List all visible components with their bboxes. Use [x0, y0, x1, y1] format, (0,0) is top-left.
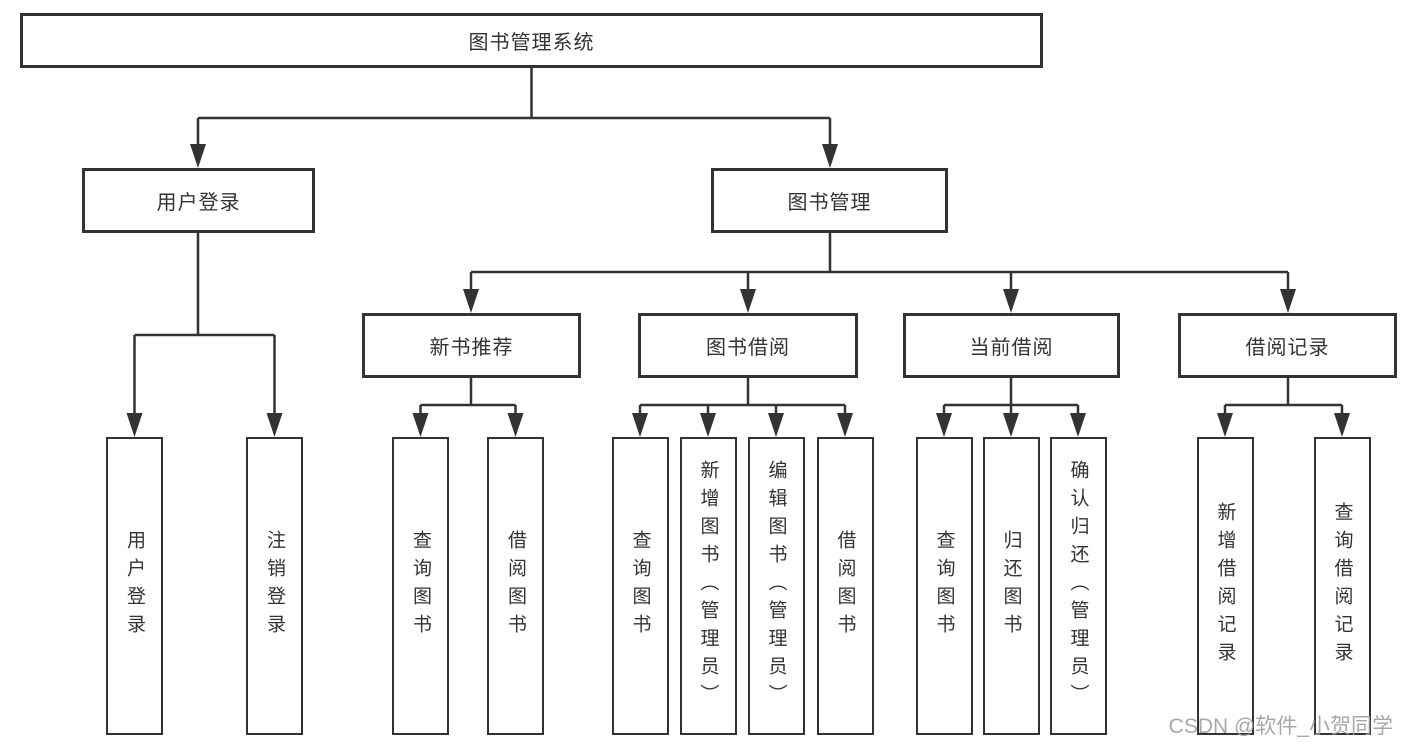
leaf-return-books: 归还图书	[982, 437, 1040, 735]
leaf-edit-books-admin-label: 编辑图书（管理员）	[765, 460, 787, 712]
node-library-system: 图书管理系统	[20, 13, 1043, 68]
leaf-add-borrow-record: 新增借阅记录	[1196, 437, 1254, 735]
leaf-user-login: 用户登录	[106, 437, 163, 735]
leaf-query-books-current-label: 查询图书	[933, 530, 955, 642]
leaf-user-login-label: 用户登录	[124, 530, 145, 642]
leaf-query-books-recommend: 查询图书	[392, 437, 449, 735]
watermark: CSDN @软件_小贺同学	[1168, 715, 1393, 738]
leaf-add-borrow-record-label: 新增借阅记录	[1214, 502, 1236, 670]
connector-current-to-leaves	[942, 378, 1080, 415]
arrowheads	[126, 144, 1350, 437]
node-borrowing-records-label: 借阅记录	[1245, 337, 1330, 359]
leaf-query-books-current: 查询图书	[915, 437, 973, 735]
node-current-borrowing: 当前借阅	[903, 313, 1120, 378]
connector-borrow-to-leaves	[638, 378, 847, 415]
node-user-login: 用户登录	[82, 168, 315, 233]
node-new-book-recommendation: 新书推荐	[362, 313, 581, 378]
leaf-borrow-books-recommend: 借阅图书	[487, 437, 544, 735]
node-book-management: 图书管理	[711, 168, 948, 233]
node-current-borrowing-label: 当前借阅	[969, 337, 1054, 359]
leaf-confirm-return-admin: 确认归还（管理员）	[1049, 437, 1107, 735]
leaf-query-books-borrowing: 查询图书	[611, 437, 669, 735]
leaf-query-books-borrowing-label: 查询图书	[629, 530, 651, 642]
leaf-add-books-admin-label: 新增图书（管理员）	[697, 460, 719, 712]
node-book-borrowing: 图书借阅	[638, 313, 858, 378]
leaf-return-books-label: 归还图书	[1000, 530, 1022, 642]
connector-newbooks-to-leaves	[419, 378, 517, 415]
leaf-logout-login: 注销登录	[246, 437, 303, 735]
leaf-query-borrow-record: 查询借阅记录	[1313, 437, 1371, 735]
connector-bookmgmt-to-level3	[469, 233, 1290, 291]
node-borrowing-records: 借阅记录	[1178, 313, 1397, 378]
node-new-book-recommendation-label: 新书推荐	[429, 337, 514, 359]
leaf-confirm-return-admin-label: 确认归还（管理员）	[1067, 460, 1089, 712]
leaf-borrow-books-recommend-label: 借阅图书	[505, 530, 526, 642]
leaf-query-books-recommend-label: 查询图书	[410, 530, 431, 642]
connector-userlogin-to-leaves	[133, 233, 276, 415]
leaf-borrow-books-borrowing: 借阅图书	[816, 437, 874, 735]
node-book-borrowing-label: 图书借阅	[706, 337, 790, 359]
leaf-add-books-admin: 新增图书（管理员）	[679, 437, 737, 735]
node-user-login-label: 用户登录	[156, 192, 241, 214]
node-book-management-label: 图书管理	[787, 192, 872, 214]
connector-records-to-leaves	[1223, 378, 1344, 415]
leaf-borrow-books-borrowing-label: 借阅图书	[834, 530, 856, 642]
node-library-system-label: 图书管理系统	[468, 32, 595, 54]
leaf-logout-login-label: 注销登录	[264, 530, 285, 642]
connector-root-to-level2	[196, 68, 832, 146]
leaf-query-borrow-record-label: 查询借阅记录	[1331, 502, 1353, 670]
leaf-edit-books-admin: 编辑图书（管理员）	[747, 437, 805, 735]
